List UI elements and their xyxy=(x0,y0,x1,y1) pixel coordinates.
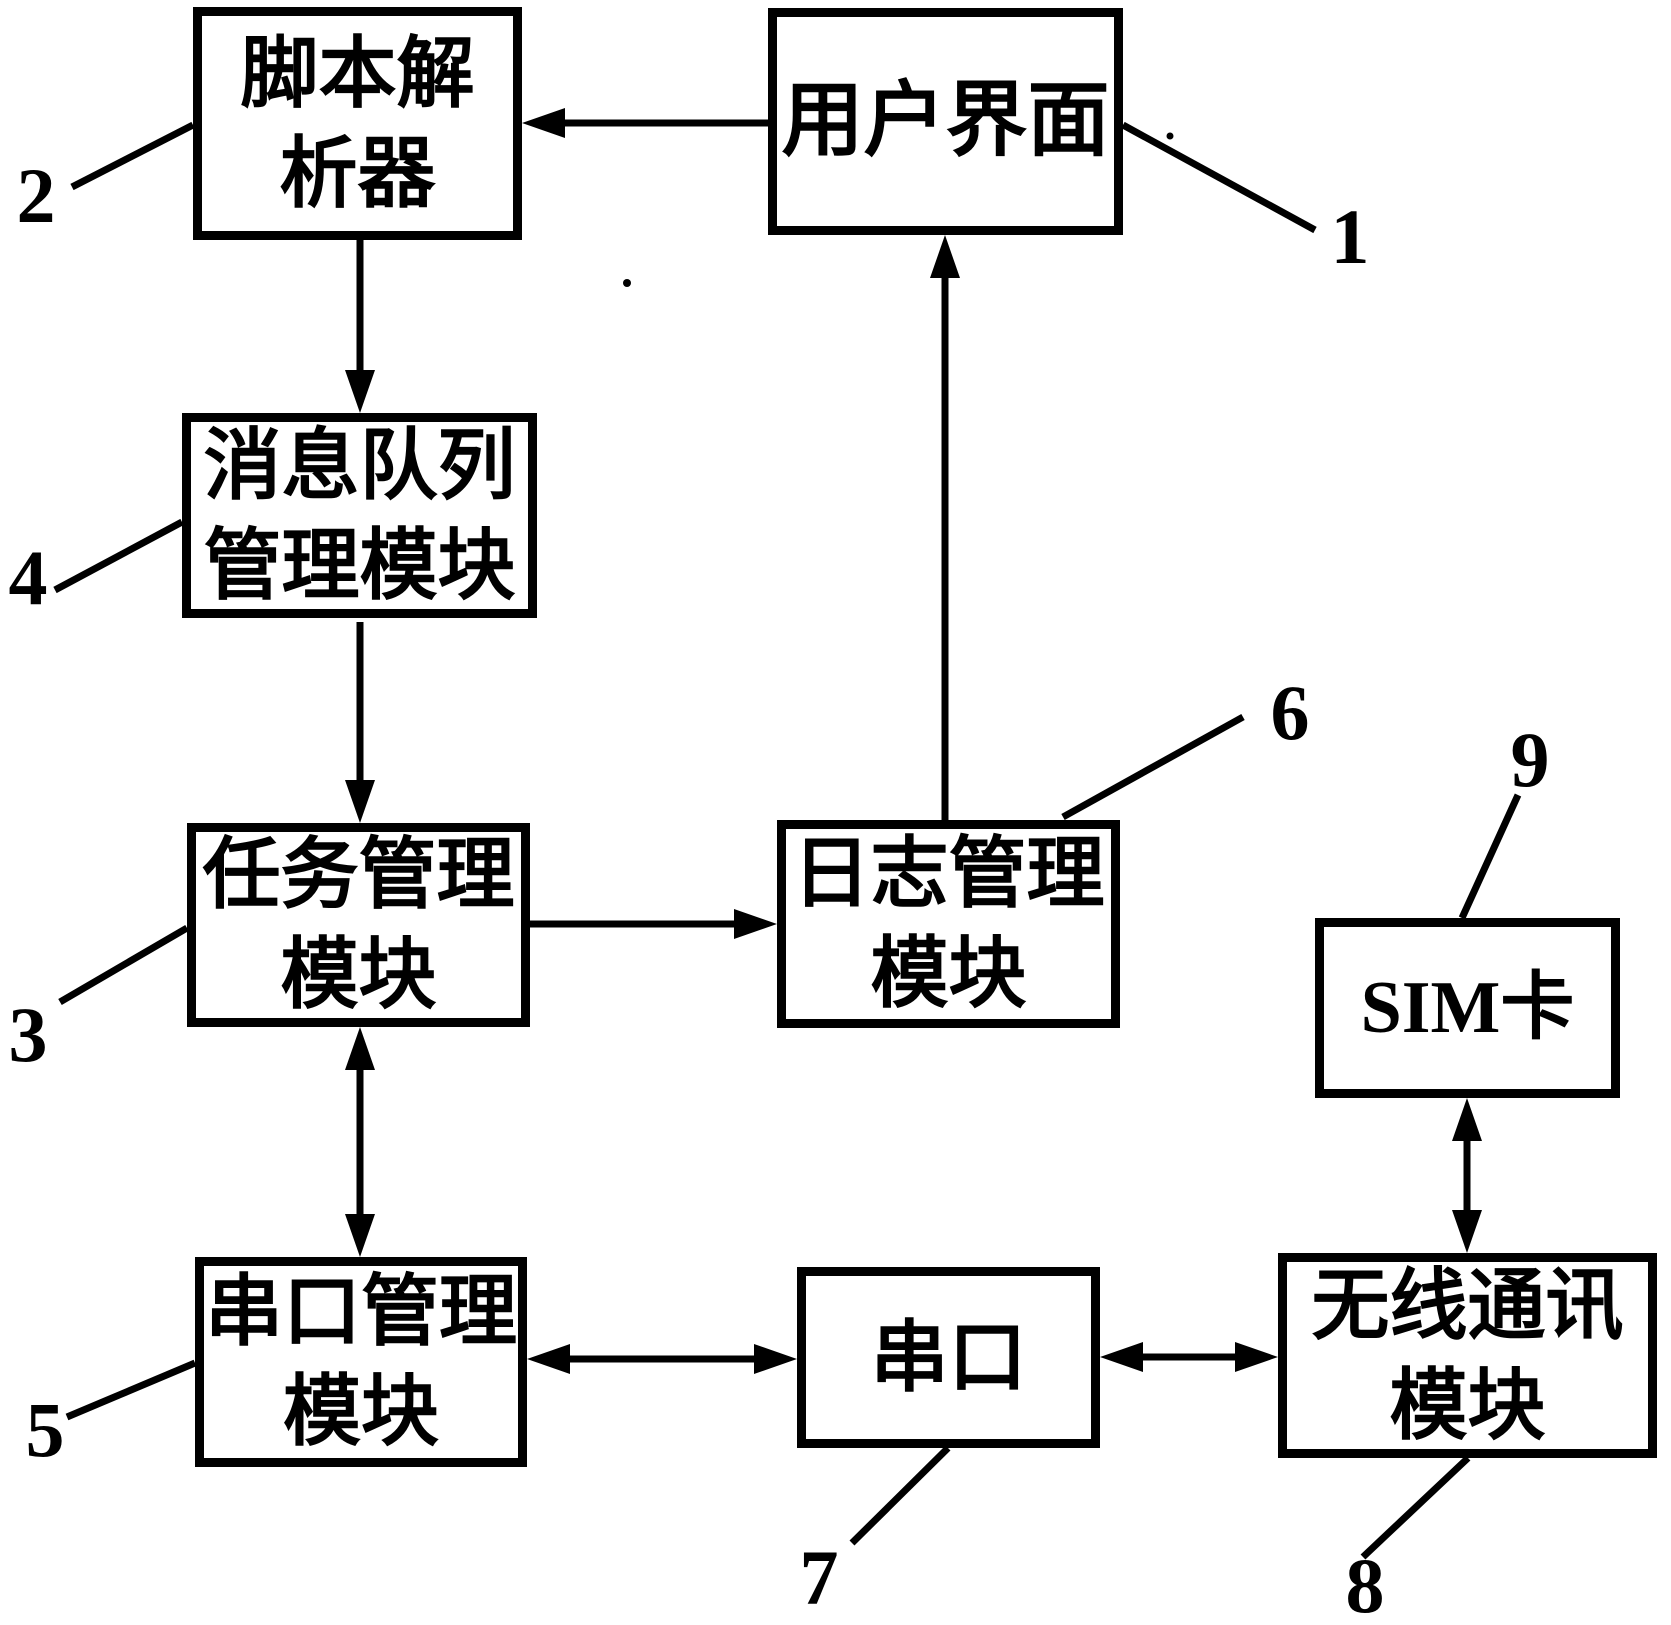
box-task-manager-label: 任务管理 模块 xyxy=(202,831,515,1018)
arrow-serialport-wireless-bidirectional xyxy=(1100,1342,1278,1372)
arrow-ui-to-parser xyxy=(522,108,768,138)
ref-label-7: 7 xyxy=(799,1534,839,1621)
box-sim-card-label: SIM卡 xyxy=(1360,966,1575,1049)
box-serial-port: 串口 xyxy=(797,1267,1100,1448)
box-user-interface: 用户界面 xyxy=(768,8,1123,235)
box-wireless-module-label: 无线通讯 模块 xyxy=(1311,1261,1624,1449)
leader-line-8 xyxy=(1360,1455,1471,1560)
box-log-manager-label: 日志管理 模块 xyxy=(792,830,1105,1017)
ink-speck xyxy=(623,279,631,287)
box-wireless-module: 无线通讯 模块 xyxy=(1278,1253,1657,1458)
leader-line-5 xyxy=(65,1359,197,1421)
ref-label-9: 9 xyxy=(1510,716,1550,803)
leader-line-2 xyxy=(70,121,195,191)
box-serial-port-label: 串口 xyxy=(870,1313,1027,1401)
box-user-interface-label: 用户界面 xyxy=(781,75,1110,167)
arrow-task-serialmanager-bidirectional xyxy=(345,1027,375,1257)
box-log-manager: 日志管理 模块 xyxy=(777,820,1120,1028)
ref-label-6: 6 xyxy=(1270,669,1310,756)
box-message-queue: 消息队列 管理模块 xyxy=(182,413,537,618)
leader-line-7 xyxy=(849,1445,951,1546)
arrow-log-to-ui xyxy=(930,235,960,820)
ref-label-8: 8 xyxy=(1345,1542,1385,1625)
box-serial-manager: 串口管理 模块 xyxy=(195,1257,527,1467)
arrow-queue-to-task xyxy=(345,622,375,823)
leader-line-3 xyxy=(58,924,189,1006)
leader-line-9 xyxy=(1458,793,1522,920)
box-serial-manager-label: 串口管理 模块 xyxy=(204,1268,517,1455)
box-message-queue-label: 消息队列 管理模块 xyxy=(203,421,516,609)
ref-label-3: 3 xyxy=(8,991,48,1078)
box-script-parser-label: 脚本解 析器 xyxy=(240,29,475,217)
arrow-task-to-log xyxy=(530,909,777,939)
arrow-serialmanager-serialport-bidirectional xyxy=(527,1344,797,1374)
box-task-manager: 任务管理 模块 xyxy=(187,823,530,1027)
ref-label-5: 5 xyxy=(25,1386,65,1473)
box-script-parser: 脚本解 析器 xyxy=(193,7,522,240)
leader-line-4 xyxy=(53,518,184,594)
box-sim-card: SIM卡 xyxy=(1315,918,1620,1098)
arrow-sim-wireless-bidirectional xyxy=(1452,1098,1482,1253)
leader-line-6 xyxy=(1061,713,1245,821)
ink-speck xyxy=(1166,132,1174,140)
arrow-parser-to-queue xyxy=(345,240,375,413)
ref-label-2: 2 xyxy=(16,152,56,239)
leader-line-1 xyxy=(1121,121,1317,234)
ref-label-1: 1 xyxy=(1330,193,1370,280)
ref-label-4: 4 xyxy=(8,534,48,621)
